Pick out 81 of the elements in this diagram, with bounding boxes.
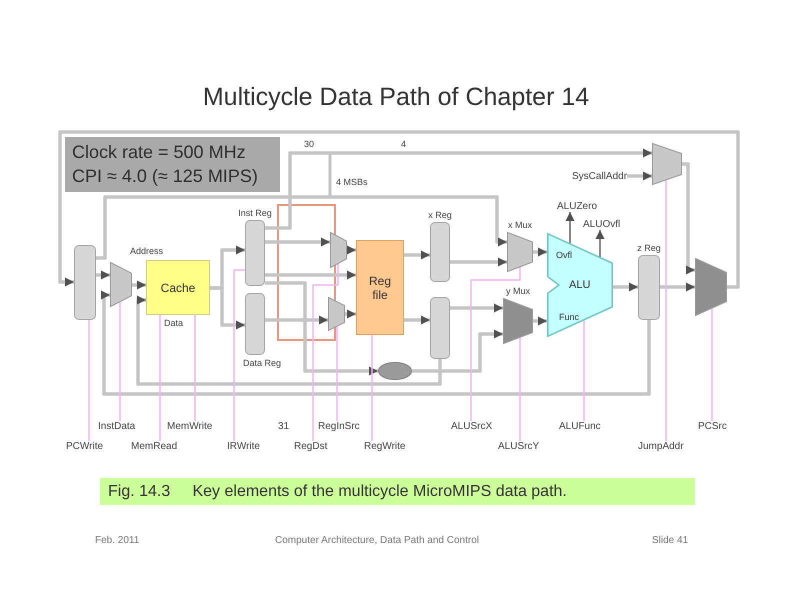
register-label: z Reg — [637, 243, 661, 253]
control-line — [233, 269, 245, 441]
control-signal-label: RegWrite — [364, 441, 406, 452]
control-signal-label: MemRead — [131, 441, 178, 452]
control-signal-label: JumpAddr — [638, 441, 684, 452]
control-line — [470, 267, 521, 421]
data-path-arrow — [265, 148, 652, 230]
control-signal-label: PCSrc — [698, 421, 727, 432]
control-line — [159, 315, 161, 441]
data-path-arrow — [96, 270, 110, 280]
info-text: CPI ≈ 4.0 (≈ 125 MIPS) — [72, 166, 258, 188]
info-text: Clock rate = 500 MHz — [72, 142, 246, 163]
control-signal-label: ALUFunc — [559, 421, 601, 432]
register-label: Data Reg — [242, 358, 282, 368]
data-path-arrow — [101, 290, 651, 396]
control-signal-label: InstData — [98, 421, 136, 432]
signal-arrow — [566, 212, 574, 244]
data-path-arrow — [132, 280, 146, 290]
footer-date: Feb. 2011 — [95, 535, 140, 546]
register-label: Inst Reg — [238, 208, 272, 218]
data-path-arrow — [660, 282, 695, 292]
control-signal-label: MemWrite — [167, 421, 212, 432]
control-signal-label: RegInSrc — [318, 421, 360, 432]
data-path-arrow — [404, 316, 430, 324]
register-file-block: Reg file — [356, 240, 404, 335]
data-path-arrow — [265, 316, 328, 324]
control-signal-label: ALUSrcY — [498, 441, 540, 452]
control-signal-label: PCWrite — [66, 441, 104, 452]
data-path-arrow — [136, 296, 442, 386]
port-label: Data — [164, 318, 184, 328]
control-signal-label: ALUSrcX — [451, 421, 492, 432]
control-line — [194, 315, 196, 421]
bus-width-label: 4 — [401, 139, 406, 149]
multiplexer-label: y Mux — [506, 286, 530, 296]
data-path-arrow — [265, 270, 356, 280]
status-signal-label: ALUOvfl — [583, 219, 620, 230]
control-signal-label: RegDst — [294, 441, 328, 452]
control-line — [711, 308, 713, 421]
bus-label: 4 MSBs — [336, 177, 368, 187]
footer-text: Computer Architecture, Data Path and Control — [275, 535, 479, 546]
control-line — [665, 180, 667, 441]
control-signal-label: IRWrite — [227, 441, 260, 452]
data-path-arrow — [210, 286, 245, 330]
data-path-arrow — [96, 195, 507, 260]
alu-text: Ovfl — [556, 250, 572, 261]
control-line — [88, 320, 90, 441]
caption-box: Fig. 14.3 Key elements of the multicycle MicroMIPS data path. — [100, 478, 695, 505]
data-path-arrow — [533, 248, 547, 256]
cache-block: Cache — [146, 260, 210, 315]
data-path-arrow — [412, 330, 503, 373]
data-path-arrow — [682, 162, 695, 274]
data-path-arrow — [613, 282, 638, 292]
control-line — [119, 302, 121, 421]
info-box — [65, 137, 280, 192]
data-path-arrow — [265, 238, 330, 246]
alu-text: Func — [559, 312, 580, 323]
multiplexer-label: x Mux — [508, 220, 532, 230]
control-line — [371, 335, 373, 441]
port-label: Address — [130, 246, 164, 256]
data-path-arrow — [345, 310, 356, 318]
control-line — [583, 320, 585, 421]
constant-label: 31 — [278, 421, 290, 432]
control-line — [336, 326, 338, 421]
data-path-arrow — [450, 304, 503, 312]
data-path-arrow — [450, 258, 507, 266]
control-line — [519, 338, 521, 441]
data-path-arrow — [265, 281, 378, 376]
register-label: x Reg — [428, 210, 452, 220]
signal-arrow — [596, 230, 604, 258]
data-path-arrow — [533, 316, 547, 326]
title: Multicycle Data Path of Chapter 14 — [202, 83, 590, 111]
control-line — [312, 264, 339, 441]
input-signal-label: SysCallAddr — [572, 171, 628, 182]
data-path-arrow — [347, 246, 356, 254]
status-signal-label: ALUZero — [557, 201, 598, 212]
bus-width-label: 30 — [304, 139, 314, 149]
data-path-arrow — [58, 130, 740, 289]
alu-text: ALU — [569, 279, 590, 292]
slide-number: Slide 41 — [652, 535, 688, 546]
data-path-arrow — [404, 250, 430, 260]
data-path-arrow — [627, 172, 652, 180]
